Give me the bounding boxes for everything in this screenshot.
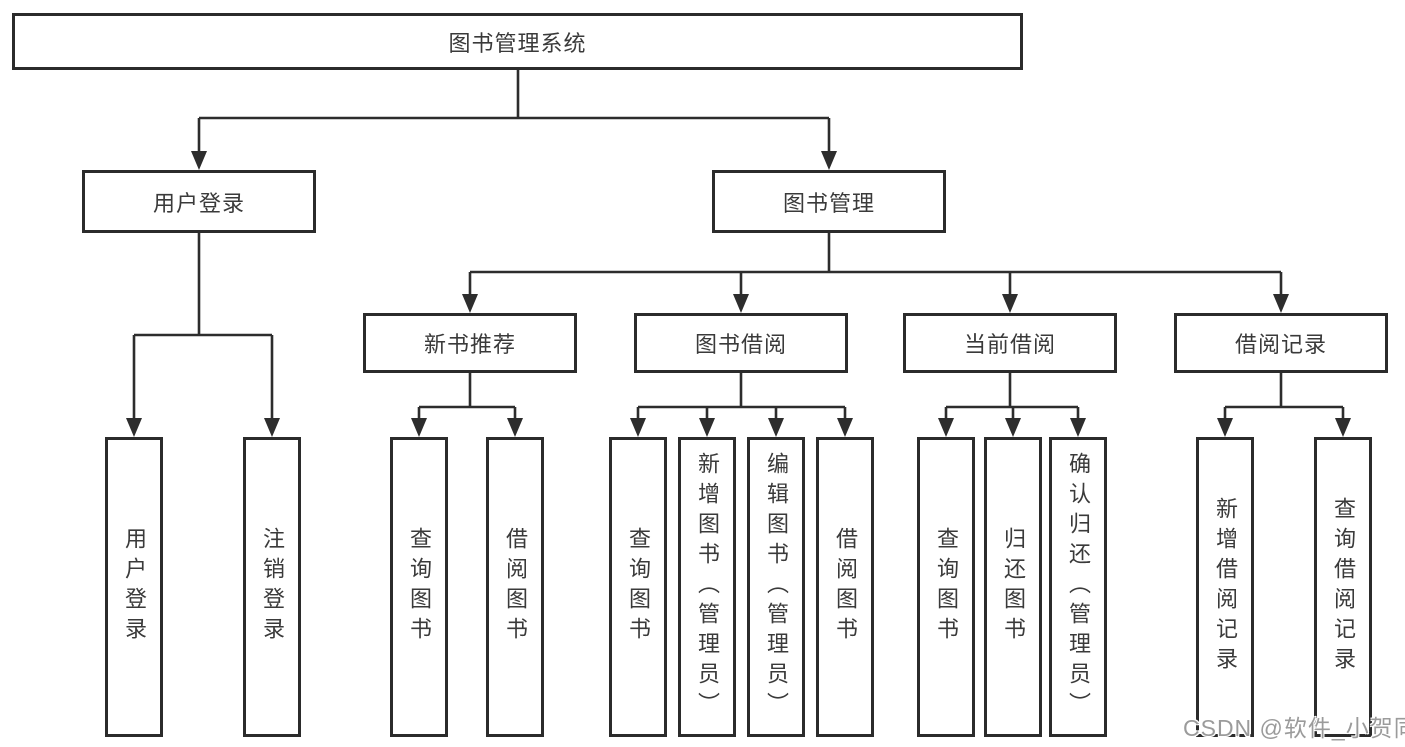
leaf-query-books-recommend: 查询图书 [390,437,448,737]
leaf-borrow-books-recommend: 借阅图书 [486,437,544,737]
csdn-watermark: CSDN @软件_小贺同学 [1183,715,1405,741]
leaf-label: 确认归还（管理员） [1066,452,1091,722]
leaf-add-books-admin: 新增图书（管理员） [678,437,736,737]
leaf-label: 编辑图书（管理员） [764,452,789,722]
leaf-label: 用户登录 [122,527,147,647]
leaf-label: 借阅图书 [833,527,858,647]
leaf-label: 归还图书 [1001,527,1026,647]
node-current-borrowing: 当前借阅 [903,313,1117,373]
leaf-label: 新增借阅记录 [1213,497,1238,677]
node-book-borrowing: 图书借阅 [634,313,848,373]
leaf-add-borrow-record: 新增借阅记录 [1196,437,1254,737]
leaf-label: 注销登录 [260,527,285,647]
leaf-label: 新增图书（管理员） [695,452,720,722]
leaf-query-books-current: 查询图书 [917,437,975,737]
leaf-label: 查询借阅记录 [1331,497,1356,677]
node-new-book-recommend: 新书推荐 [363,313,577,373]
node-label: 图书管理 [782,190,875,216]
node-label: 图书借阅 [694,332,787,357]
node-label: 当前借阅 [963,332,1056,357]
node-borrowing-records: 借阅记录 [1174,313,1388,373]
node-user-login: 用户登录 [82,170,316,233]
leaf-query-borrow-record: 查询借阅记录 [1314,437,1372,737]
leaf-borrow-books: 借阅图书 [816,437,874,737]
leaf-label: 查询图书 [407,527,432,647]
node-label: 用户登录 [152,190,245,216]
leaf-user-login: 用户登录 [105,437,163,737]
leaf-logout: 注销登录 [243,437,301,737]
leaf-query-books-borrowing: 查询图书 [609,437,667,737]
node-library-system-root: 图书管理系统 [12,13,1023,70]
leaf-return-books: 归还图书 [984,437,1042,737]
leaf-label: 查询图书 [934,527,959,647]
leaf-label: 借阅图书 [503,527,528,647]
node-book-management: 图书管理 [712,170,946,233]
node-label: 新书推荐 [423,332,516,357]
leaf-edit-books-admin: 编辑图书（管理员） [747,437,805,737]
leaf-confirm-return-admin: 确认归还（管理员） [1049,437,1107,737]
node-label: 图书管理系统 [448,30,587,56]
leaf-label: 查询图书 [626,527,651,647]
node-label: 借阅记录 [1234,332,1327,357]
